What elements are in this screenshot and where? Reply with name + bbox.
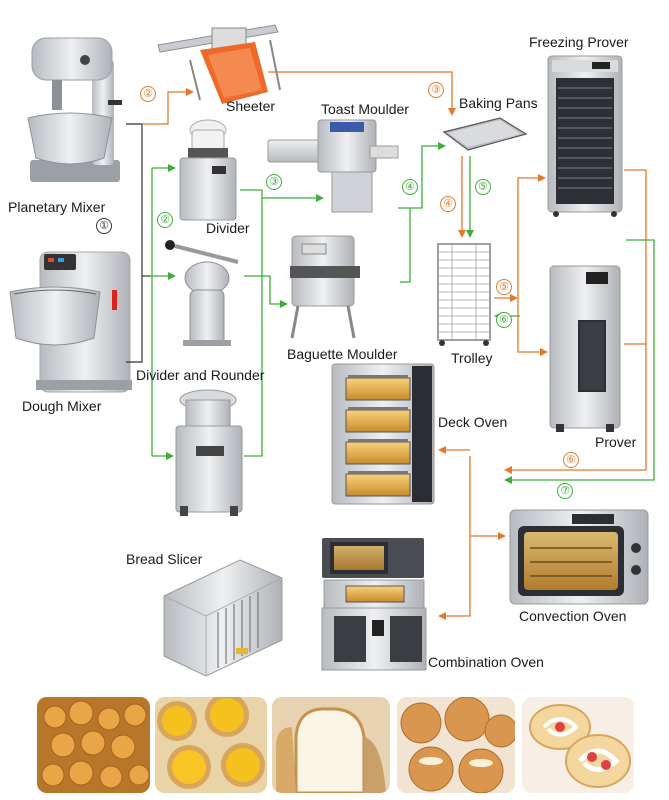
step-1-badge: ① [96,218,112,234]
photo-puffs-icon [397,697,515,793]
flow-mixer-to-dividers [150,164,176,460]
prover-icon [549,265,621,432]
bread-slicer-icon [163,559,283,677]
toast-moulder-icon [267,119,399,213]
baking-pans-label: Baking Pans [459,95,538,111]
step-2-orange-badge: ② [140,86,156,102]
photo-egg-tarts-icon [155,697,267,793]
divider-icon [179,119,237,221]
step-3-orange-badge: ③ [428,82,444,98]
cream-puffs-photo [397,697,515,793]
automatic-divider-rounder-icon [175,389,243,516]
freezing-prover-label: Freezing Prover [529,34,629,50]
trolley-icon [437,243,491,346]
deck-oven-label: Deck Oven [438,414,508,430]
flow-trolley-to-provers [494,174,548,356]
photo-buns-icon [37,697,150,793]
egg-tarts-photo [155,697,267,793]
mixer-output-connector [126,123,150,363]
combination-oven-label: Combination Oven [428,654,544,670]
dough-mixer-icon [9,251,132,393]
flow-mixer-to-sheeter [142,88,194,125]
divider-and-rounder-label: Divider and Rounder [136,367,265,383]
combination-oven-icon [321,538,427,671]
divider-label: Divider [206,220,250,236]
flow-provers-to-ovens [504,169,655,484]
planetary-mixer-label: Planetary Mixer [8,199,106,215]
step-4-orange-badge: ④ [440,196,456,212]
toast-loaf-photo [272,697,390,793]
toast-moulder-label: Toast Moulder [321,101,409,117]
step-7-green-badge: ⑦ [557,483,573,499]
baguette-moulder-icon [290,235,360,339]
step-6-orange-badge: ⑥ [563,452,579,468]
trolley-label: Trolley [451,350,493,366]
step-5-green-badge: ⑤ [475,179,491,195]
step-2-green-badge: ② [157,212,173,228]
photo-toast-icon [272,697,390,793]
planetary-mixer-icon [27,37,122,182]
step-5-orange-badge: ⑤ [496,279,512,295]
deck-oven-icon [331,363,435,505]
sheeter-label: Sheeter [226,98,276,114]
flow-oven-distribution [438,446,506,620]
photo-swiss-roll-icon [522,697,634,793]
bread-slicer-label: Bread Slicer [126,551,203,567]
step-4-green-badge: ④ [402,179,418,195]
swiss-rolls-photo [522,697,634,793]
convection-oven-icon [509,509,649,605]
mini-buns-photo [37,697,150,793]
baking-pans-icon [442,117,528,151]
divider-and-rounder-icon [165,240,239,346]
flow-dividers-to-moulders [240,189,324,457]
sheeter-icon [157,24,281,104]
convection-oven-label: Convection Oven [519,608,627,624]
prover-label: Prover [595,434,637,450]
step-3-green-badge: ③ [266,174,282,190]
freezing-prover-icon [547,55,623,217]
baguette-moulder-label: Baguette Moulder [287,346,398,362]
flow-moulders-to-baking-pans [398,142,446,283]
dough-mixer-label: Dough Mixer [22,398,102,414]
flow-sheeter-to-baking-pans [268,71,456,116]
step-6-green-badge: ⑥ [496,312,512,328]
